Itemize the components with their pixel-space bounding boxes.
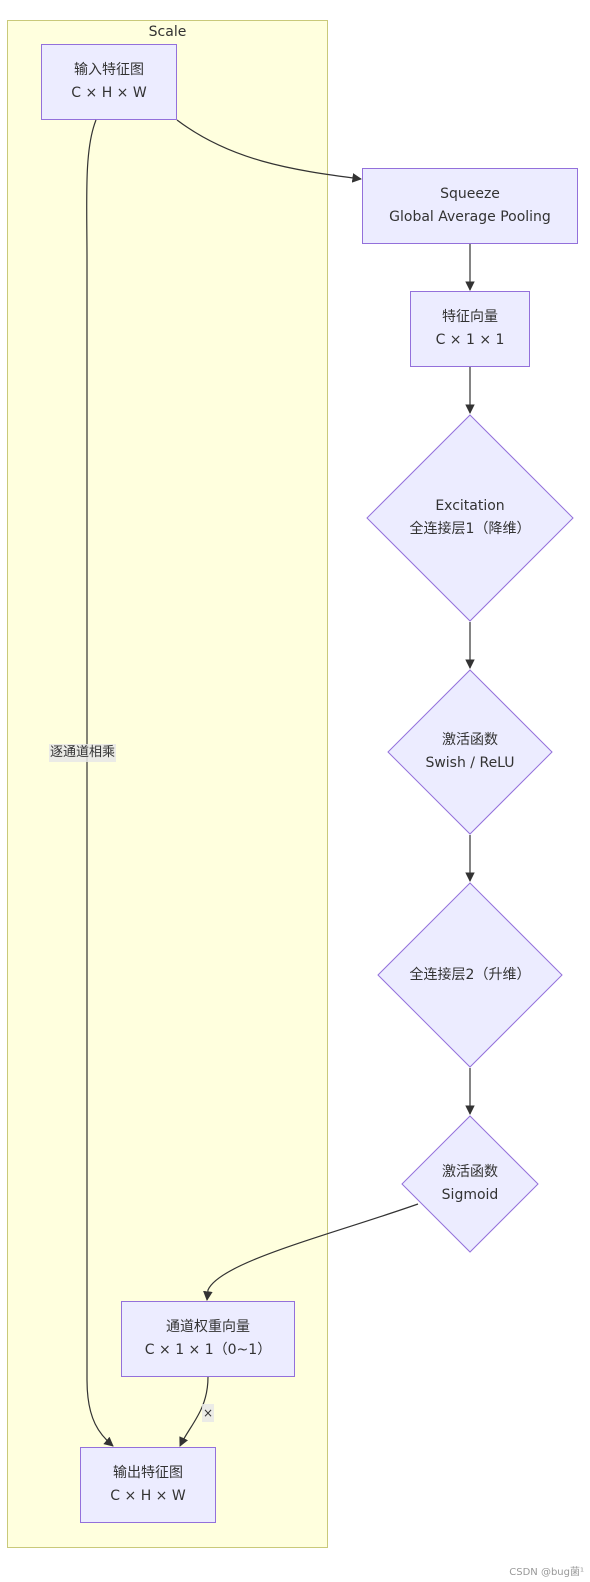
node-label: C × H × W — [110, 1488, 186, 1504]
node-label: C × 1 × 1 — [435, 332, 505, 348]
activation-sigmoid-decision: 激活函数 Sigmoid — [401, 1115, 539, 1253]
feature-vector-node: 特征向量 C × 1 × 1 — [410, 291, 530, 367]
node-label: 全连接层2（升维） — [409, 966, 531, 983]
cluster-title: Scale — [148, 24, 187, 40]
diamond-shape — [366, 414, 574, 622]
node-label: 激活函数 — [442, 732, 498, 748]
node-label: Squeeze — [440, 186, 500, 202]
squeeze-node: Squeeze Global Average Pooling — [362, 168, 578, 244]
node-label: C × 1 × 1（0~1） — [144, 1342, 272, 1358]
diamond-shape — [377, 882, 563, 1068]
edge-label-channel-multiply: 逐通道相乘 — [49, 744, 117, 762]
node-label: 通道权重向量 — [166, 1319, 250, 1335]
node-label: C × H × W — [71, 85, 147, 101]
node-label: 输入特征图 — [74, 62, 144, 78]
fc2-decision: 全连接层2（升维） — [377, 882, 563, 1068]
excitation-decision: Excitation 全连接层1（降维） — [366, 414, 574, 622]
node-label: Global Average Pooling — [389, 209, 551, 225]
output-feature-map-node: 输出特征图 C × H × W — [80, 1447, 216, 1523]
node-label: Sigmoid — [441, 1187, 499, 1203]
edge-label-times: × — [202, 1404, 215, 1422]
diamond-shape — [401, 1115, 539, 1253]
diamond-shape — [387, 669, 553, 835]
node-label: 输出特征图 — [113, 1465, 183, 1481]
node-label: Swish / ReLU — [425, 755, 515, 771]
node-label: Excitation — [435, 498, 505, 514]
activation-swish-decision: 激活函数 Swish / ReLU — [387, 669, 553, 835]
channel-weight-vector-node: 通道权重向量 C × 1 × 1（0~1） — [121, 1301, 295, 1377]
watermark: CSDN @bug菌¹ — [509, 1567, 584, 1578]
node-label: 全连接层1（降维） — [409, 521, 531, 537]
node-label: 特征向量 — [442, 309, 498, 325]
input-feature-map-node: 输入特征图 C × H × W — [41, 44, 177, 120]
node-label: 激活函数 — [442, 1164, 498, 1180]
